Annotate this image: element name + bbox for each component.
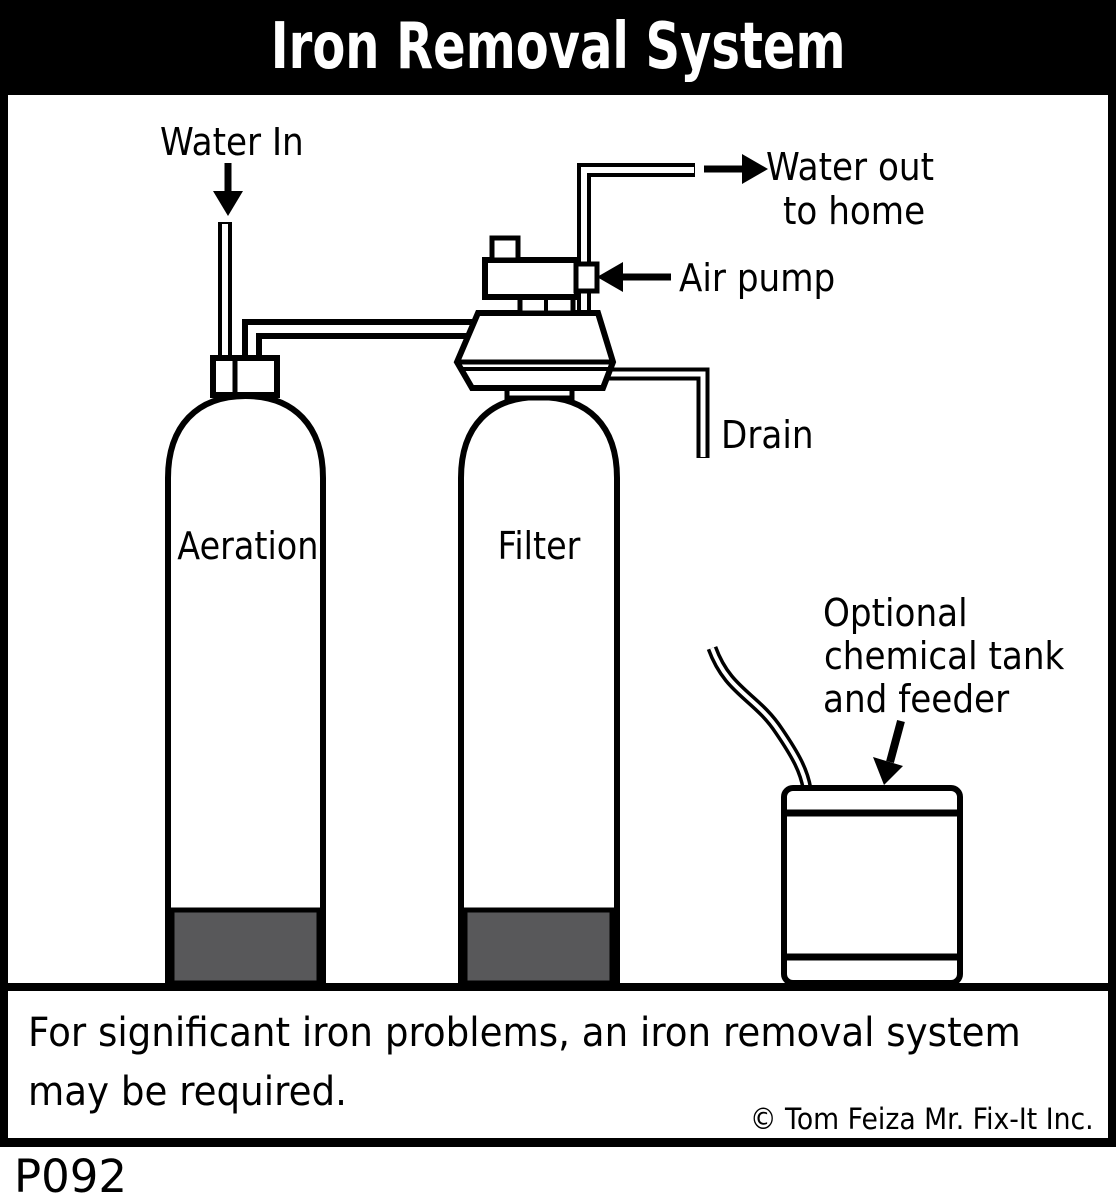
chemical-tank-arrow-head xyxy=(873,757,903,785)
caption-panel xyxy=(0,991,1116,1147)
air-pump-top-port xyxy=(489,235,521,263)
page-title: Iron Removal System xyxy=(270,10,846,84)
filter-tank-label: Filter xyxy=(497,524,581,568)
filter-valve-head xyxy=(453,310,617,391)
water-out-pipe-bore xyxy=(581,167,694,313)
water-in-arrow-head xyxy=(213,191,243,216)
aeration-to-filter-pipe-upper xyxy=(242,319,474,360)
aeration-to-filter-pipe-lower xyxy=(256,333,467,360)
filter-tank-body xyxy=(458,393,620,989)
water-in-arrow xyxy=(213,163,243,216)
copyright-credit: © Tom Feiza Mr. Fix-It Inc. xyxy=(750,1102,1094,1136)
plate-code: P092 xyxy=(14,1150,128,1197)
aeration-tank-cap xyxy=(210,355,280,398)
water-out-arrow xyxy=(704,154,768,184)
caption-line1: For significant iron problems, an iron r… xyxy=(28,1010,1021,1056)
water-in-label: Water In xyxy=(160,120,304,164)
chemical-label-line1: Optional xyxy=(823,591,968,635)
chemical-label-line2: chemical tank xyxy=(824,634,1065,678)
air-pump-arrow xyxy=(597,262,671,292)
drain-label: Drain xyxy=(721,413,814,457)
water-out-label-line1: Water out xyxy=(766,145,934,189)
aeration-tank-base xyxy=(169,907,322,986)
filter-tank-base xyxy=(462,907,615,986)
chemical-tank-arrow-shaft xyxy=(886,719,905,764)
chemical-tank-arrow xyxy=(873,719,905,785)
chemical-tank-body xyxy=(781,785,963,986)
air-pump-outlet-connector xyxy=(573,261,600,294)
chemical-label-line3: and feeder xyxy=(823,677,1010,721)
chemical-feeder-tube xyxy=(706,645,813,791)
air-pump-arrow-head xyxy=(597,262,623,292)
title-banner: Iron Removal System xyxy=(0,0,1116,95)
drain-pipe-bore xyxy=(600,371,706,457)
air-pump-label: Air pump xyxy=(679,256,836,300)
air-pump-body xyxy=(482,257,580,300)
chemical-feeder-tube-bore xyxy=(710,647,809,790)
caption-text: For significant iron problems, an iron r… xyxy=(28,1004,1021,1122)
caption-line2: may be required. xyxy=(28,1069,347,1115)
aeration-tank-label: Aeration xyxy=(177,524,319,568)
water-out-label-line2: to home xyxy=(783,189,926,233)
water-out-arrow-head xyxy=(742,154,768,184)
aeration-tank-body xyxy=(165,392,326,989)
